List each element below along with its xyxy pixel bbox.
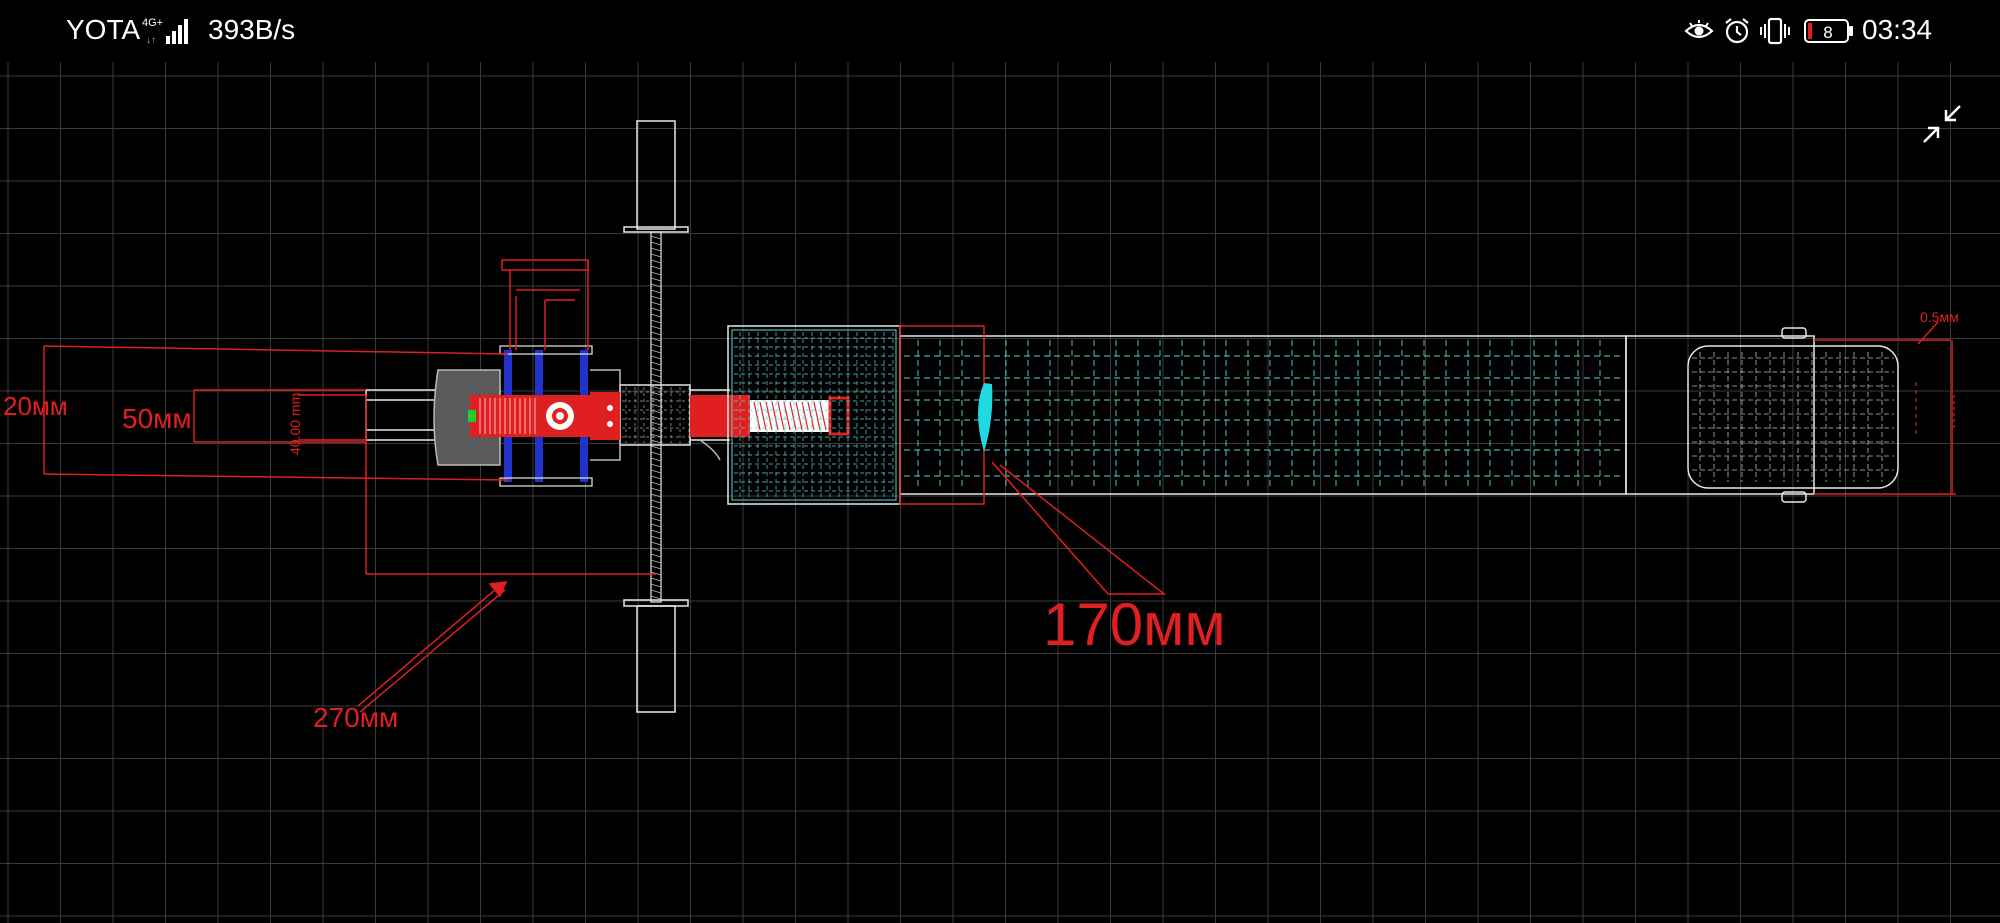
network-speed: 393B/s (208, 14, 296, 45)
dimension-170mm: 170мм (1043, 591, 1226, 658)
dimension-0-5mm: 0.5мм (1920, 309, 1959, 325)
exit-fullscreen-icon (1923, 105, 1961, 143)
status-bar: YOTA 4G+ ↓↑ 393B/s (0, 0, 2000, 62)
dimension-50mm: 50мм (122, 403, 192, 434)
rear-wheel (1625, 327, 1956, 503)
dimension-40mm: 40.00 mm (287, 393, 303, 455)
dimension-270mm: 270мм (313, 702, 398, 733)
dimension-20mm: 20мм (3, 391, 68, 421)
exit-fullscreen-button[interactable] (1918, 100, 1968, 150)
signal-icon: 4G+ ↓↑ (140, 14, 192, 46)
background-grid (0, 62, 2000, 923)
carrier-name: YOTA (66, 14, 141, 45)
eye-comfort-icon (1684, 18, 1714, 44)
svg-text:↓↑: ↓↑ (146, 35, 156, 46)
vibrate-icon (1760, 16, 1790, 46)
battery-compartment (727, 325, 901, 505)
handlebar (623, 120, 689, 713)
battery-icon: 8 (1804, 17, 1854, 45)
dimension-lines (43, 259, 1939, 713)
network-type: 4G+ (142, 17, 163, 29)
battery-level: 8 (1823, 23, 1832, 42)
clock: 03:34 (1862, 14, 1933, 45)
alarm-icon (1722, 16, 1752, 46)
deck (899, 325, 1627, 505)
motor-left (468, 392, 620, 440)
